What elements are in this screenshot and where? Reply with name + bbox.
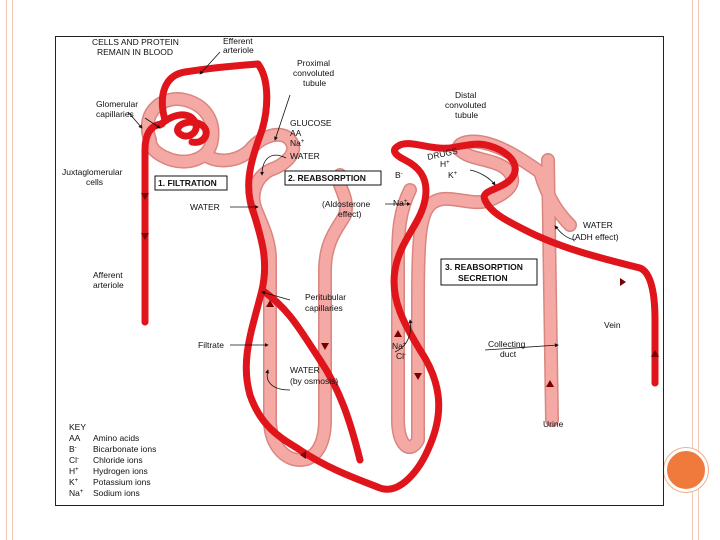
label-cells-protein-2: REMAIN IN BLOOD bbox=[97, 47, 173, 57]
label-efferent-2: arteriole bbox=[223, 45, 254, 55]
label-water-adh-1: WATER bbox=[583, 220, 613, 230]
label-k: K+ bbox=[448, 170, 458, 180]
efferent-arteriole-vessel bbox=[158, 60, 262, 124]
label-filtrate: Filtrate bbox=[198, 340, 224, 350]
label-glomerular-1: Glomerular bbox=[96, 99, 138, 109]
label-afferent-2: arteriole bbox=[93, 280, 124, 290]
label-glucose: GLUCOSE bbox=[290, 118, 332, 128]
descending-vasa bbox=[258, 286, 364, 464]
label-aa: AA bbox=[290, 128, 302, 138]
label-distal-1: Distal bbox=[455, 90, 476, 100]
secretion-box-line2: SECRETION bbox=[458, 273, 508, 283]
process-boxes: 1. FILTRATION 2. REABSORPTION 3. REABSOR… bbox=[154, 170, 538, 286]
key-title: KEY bbox=[69, 422, 86, 432]
label-h: H+ bbox=[440, 159, 450, 169]
label-glomerular-2: capillaries bbox=[96, 109, 134, 119]
label-urine: Urine bbox=[543, 419, 564, 429]
label-water-osm-1: WATER bbox=[290, 365, 320, 375]
label-peritubular-1: Peritubular bbox=[305, 292, 346, 302]
label-water2: WATER bbox=[190, 202, 220, 212]
label-na2: Na+ bbox=[393, 198, 408, 208]
key-symbol: Na+ bbox=[69, 488, 84, 498]
key-description: Sodium ions bbox=[93, 488, 140, 498]
label-distal-3: tubule bbox=[455, 110, 478, 120]
key-symbol: H+ bbox=[69, 466, 79, 476]
label-proximal-3: tubule bbox=[303, 78, 326, 88]
slide-accent-dot bbox=[664, 448, 708, 492]
key-description: Amino acids bbox=[93, 433, 139, 443]
label-water: WATER bbox=[290, 151, 320, 161]
key-symbol: AA bbox=[69, 433, 81, 443]
flow-arrows bbox=[141, 193, 659, 459]
label-aldo-2: effect) bbox=[338, 209, 362, 219]
labels: CELLS AND PROTEIN REMAIN IN BLOOD Effere… bbox=[62, 36, 621, 429]
label-proximal-1: Proximal bbox=[297, 58, 330, 68]
reabsorption-box: 2. REABSORPTION bbox=[288, 173, 366, 183]
right-decorative-border bbox=[692, 0, 699, 540]
label-collecting-1: Collecting bbox=[488, 339, 526, 349]
annotation-arrows bbox=[127, 51, 576, 391]
label-b: B- bbox=[395, 170, 403, 180]
label-na: Na+ bbox=[290, 138, 305, 148]
key-description: Hydrogen ions bbox=[93, 466, 148, 476]
label-water-osm-2: (by osmosis) bbox=[290, 376, 338, 386]
key-description: Bicarbonate ions bbox=[93, 444, 156, 454]
label-afferent-1: Afferent bbox=[93, 270, 123, 280]
label-distal-2: convoluted bbox=[445, 100, 486, 110]
label-na3: Na+ bbox=[392, 341, 407, 351]
label-cells-protein-1: CELLS AND PROTEIN bbox=[92, 37, 179, 47]
label-water-adh-2: (ADH effect) bbox=[572, 232, 619, 242]
left-decorative-border bbox=[6, 0, 13, 540]
key-description: Potassium ions bbox=[93, 477, 151, 487]
glomerulus-loop bbox=[156, 111, 210, 146]
label-efferent-1: Efferent bbox=[223, 36, 253, 46]
filtration-box: 1. FILTRATION bbox=[158, 178, 217, 188]
blood-vessels bbox=[141, 60, 659, 493]
label-juxta-1: Juxtaglomerular bbox=[62, 167, 123, 177]
label-proximal-2: convoluted bbox=[293, 68, 334, 78]
label-collecting-2: duct bbox=[500, 349, 517, 359]
label-vein: Vein bbox=[604, 320, 621, 330]
label-juxta-2: cells bbox=[86, 177, 103, 187]
key-description: Chloride ions bbox=[93, 455, 143, 465]
secretion-box-line1: 3. REABSORPTION bbox=[445, 262, 523, 272]
key-symbol: Cl- bbox=[69, 455, 79, 465]
label-cl3: Cl- bbox=[396, 351, 406, 361]
label-aldo-1: (Aldosterone bbox=[322, 199, 370, 209]
label-peritubular-2: capillaries bbox=[305, 303, 343, 313]
key-symbol: B- bbox=[69, 444, 77, 454]
key-symbol: K+ bbox=[69, 477, 79, 487]
